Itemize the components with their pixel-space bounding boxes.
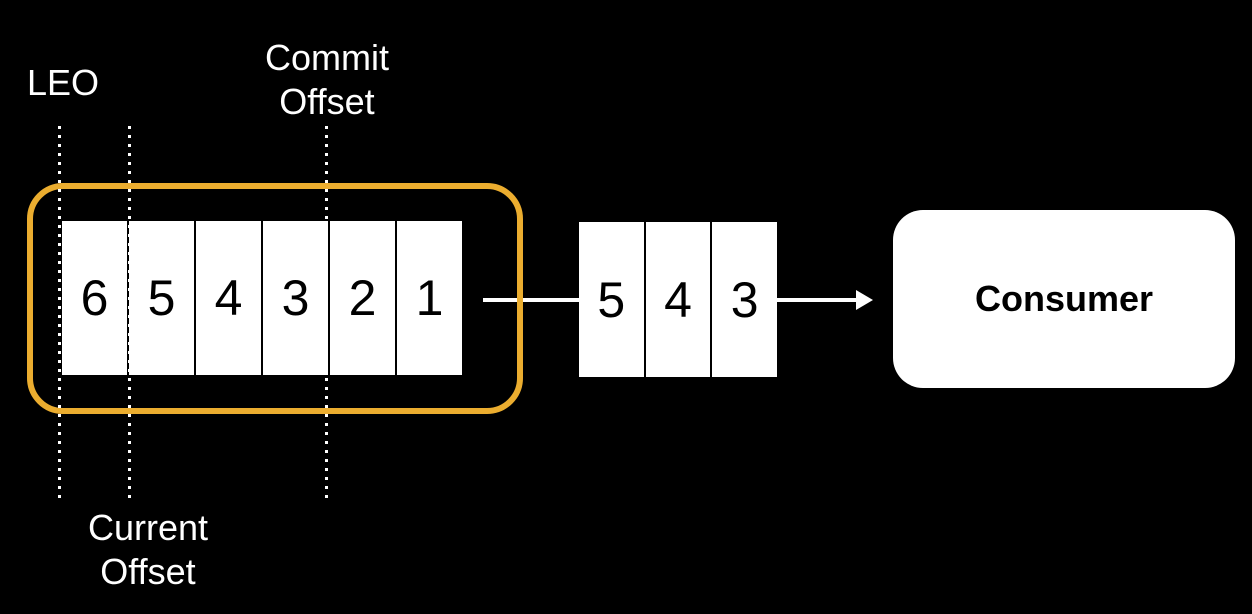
- in-flight-cell: 5: [579, 222, 644, 377]
- in-flight-cell: 4: [645, 222, 711, 377]
- commit-offset-label-line1: Commit: [265, 37, 389, 78]
- consume-arrow-line: [777, 298, 857, 302]
- commit-offset-marker-line: [325, 126, 328, 498]
- partition-cell: 3: [263, 221, 328, 375]
- current-offset-label: Current Offset: [88, 506, 208, 594]
- consumer-box: Consumer: [893, 210, 1235, 388]
- consume-arrowhead-icon: [856, 290, 873, 310]
- in-flight-cell: 3: [712, 222, 778, 377]
- current-offset-label-line2: Offset: [100, 551, 196, 592]
- partition-cell: 5: [129, 221, 194, 375]
- leo-label: LEO: [27, 62, 100, 103]
- fetch-connector-line: [483, 298, 579, 302]
- in-flight-queue: 5 4 3: [579, 222, 778, 377]
- current-offset-marker-line: [128, 126, 131, 498]
- partition-queue: 6 5 4 3 2 1: [62, 221, 462, 375]
- leo-marker-line: [58, 126, 61, 498]
- partition-highlight-border: [27, 183, 523, 414]
- partition-cell: 1: [397, 221, 462, 375]
- partition-cell: 2: [330, 221, 395, 375]
- partition-cell: 4: [196, 221, 261, 375]
- partition-cell: 6: [62, 221, 127, 375]
- commit-offset-label: Commit Offset: [265, 36, 389, 124]
- consumer-label: Consumer: [974, 278, 1154, 319]
- current-offset-label-line1: Current: [87, 507, 209, 548]
- commit-offset-label-line2: Offset: [279, 81, 375, 122]
